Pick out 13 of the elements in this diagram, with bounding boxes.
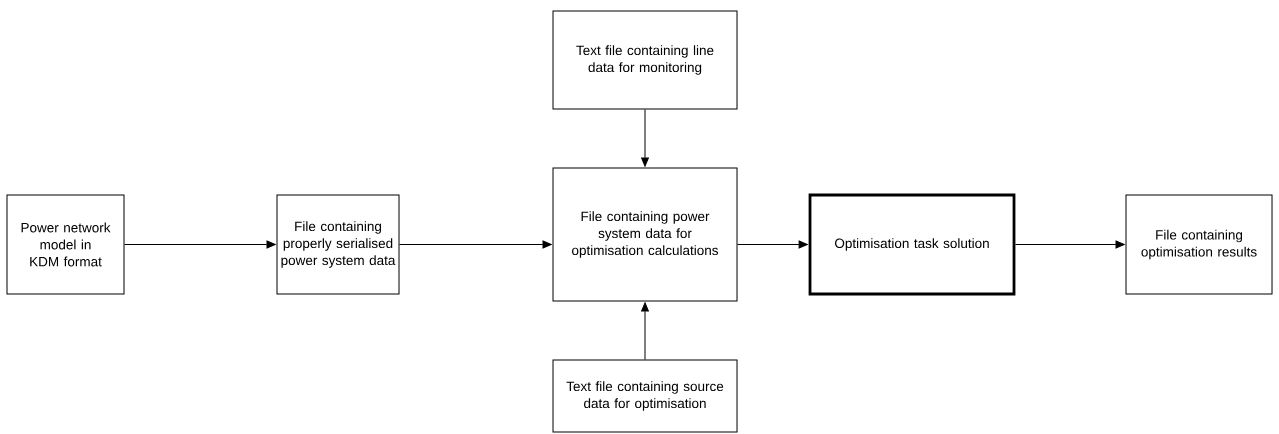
file-box: File containing optimisation results (1125, 194, 1273, 295)
file-box: Power network model in KDM format (6, 194, 125, 295)
arrow (641, 302, 649, 360)
process-box: Optimisation task solution (808, 193, 1016, 296)
file-box: Text file containing source data for optimisation (552, 359, 738, 433)
arrow (1014, 240, 1125, 249)
arrow (737, 240, 808, 249)
arrow (124, 240, 276, 249)
file-box: Text file containing line data for monitoring (552, 10, 738, 110)
arrow (641, 109, 649, 167)
file-box: File containing power system data for optimisation calculations (552, 167, 738, 302)
arrow (399, 240, 552, 249)
file-box: File containing properly serialised power system data (276, 194, 400, 295)
